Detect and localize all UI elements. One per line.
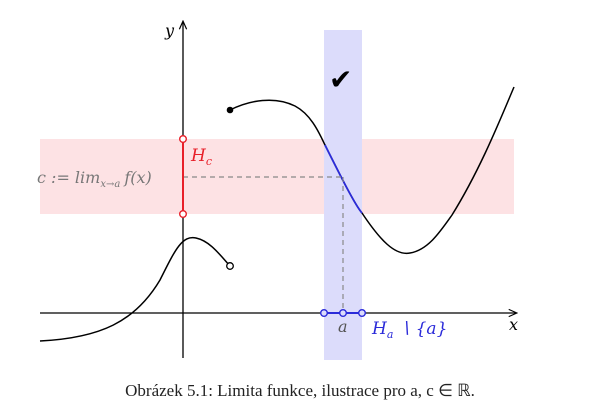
closed-endpoint [226,106,234,114]
h-c-open-bottom [178,209,187,218]
h-a-open-right [358,309,367,318]
open-endpoint-left [226,262,234,270]
a-label: a [338,317,348,336]
function-curve-in-h-a [324,144,363,214]
axis-y-label: y [164,21,175,40]
axis-x-label: x [509,315,518,334]
h-a-open-left [320,309,329,318]
check-mark-icon: ✔ [329,63,352,96]
h-c-label: Hc [190,146,212,168]
function-curve-right [229,86,515,255]
h-a-label: Ha∖ {a} [371,319,447,341]
figure-caption: Obrázek 5.1: Limita funkce, ilustrace pr… [125,381,475,400]
function-curve-left [39,236,231,342]
a-open-point [339,309,348,318]
h-c-open-top [178,134,187,143]
